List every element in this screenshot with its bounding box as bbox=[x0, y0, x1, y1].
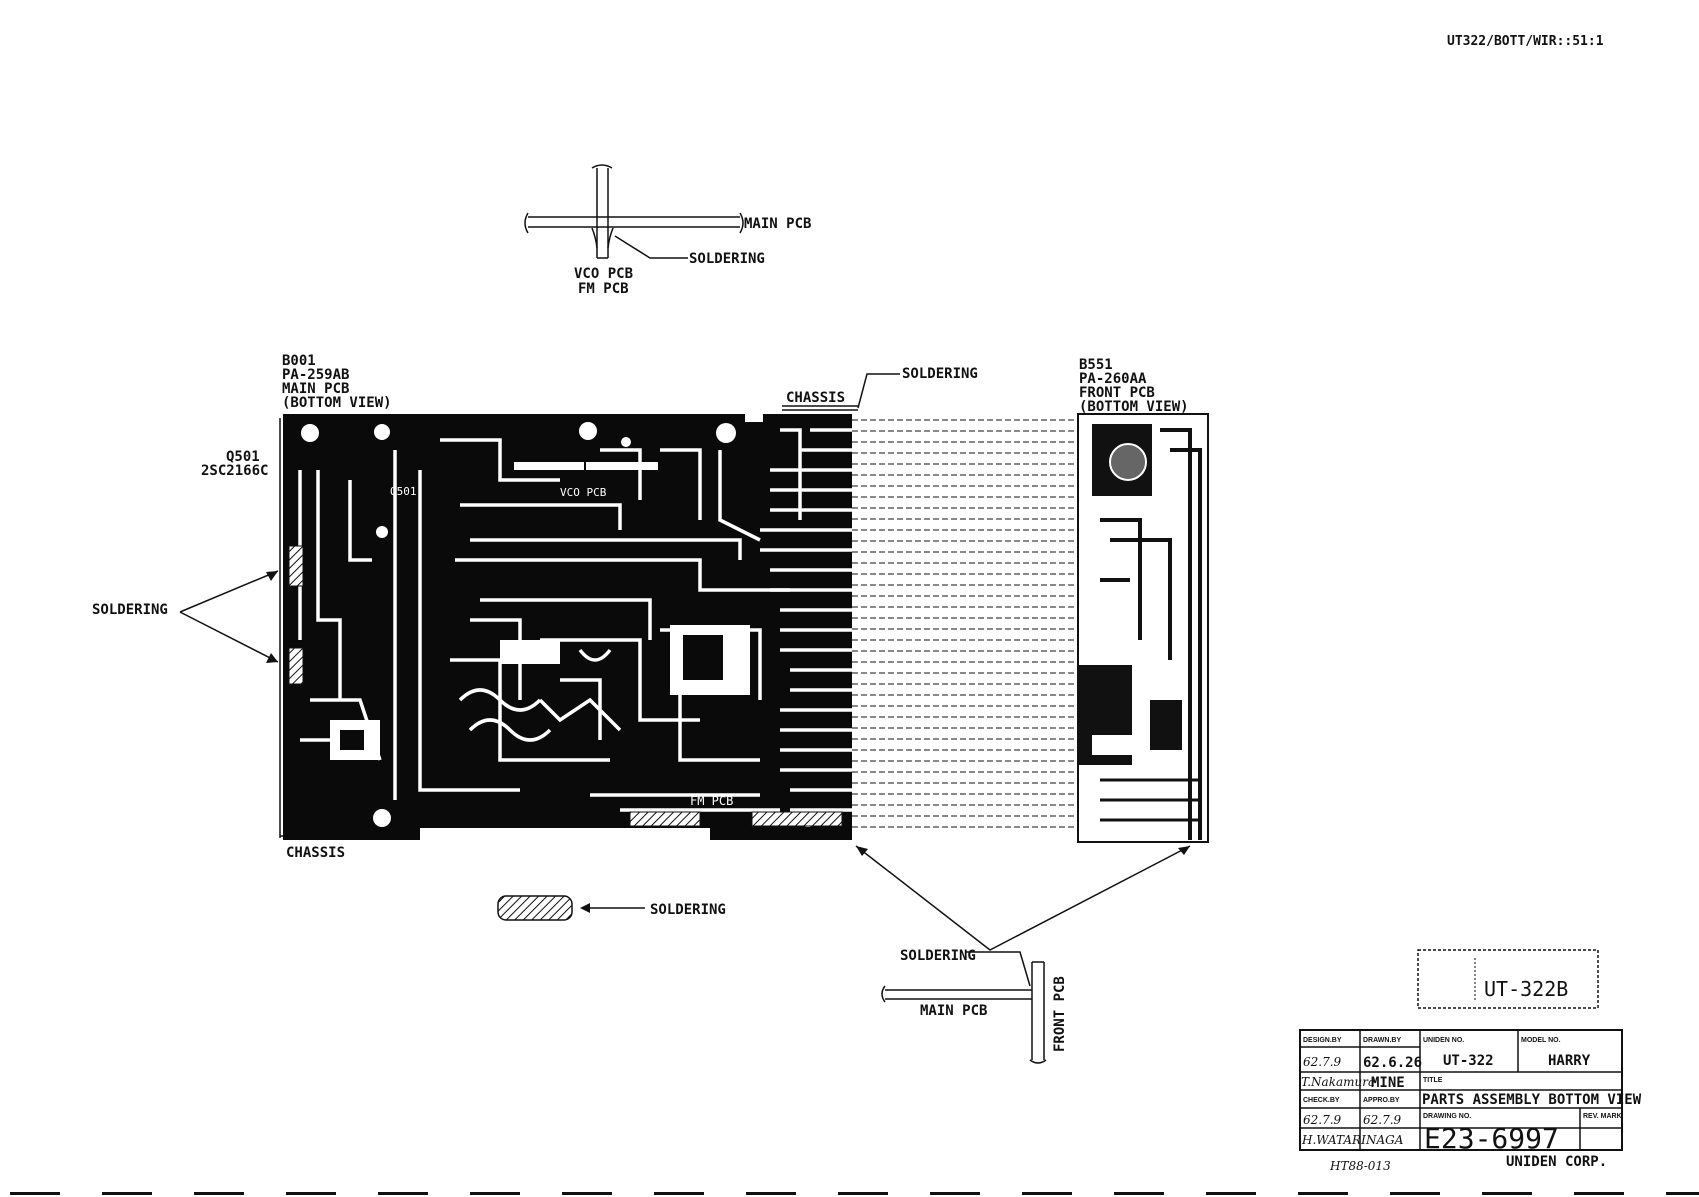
front-pcb-view: (BOTTOM VIEW) bbox=[1079, 399, 1189, 415]
border-dash bbox=[1390, 1192, 1440, 1195]
tb-check-name: H.WATARI bbox=[1301, 1133, 1366, 1147]
border-dash bbox=[1666, 1192, 1699, 1195]
main-pcb-board: Q501 VCO PCB FM PCB bbox=[283, 414, 852, 840]
border-dash bbox=[470, 1192, 520, 1195]
detail-top-vco-joint: MAIN PCB SOLDERING VCO PCB FM PCB bbox=[524, 164, 811, 297]
main-pcb-labels: B001 PA-259AB MAIN PCB (BOTTOM VIEW) Q50… bbox=[92, 353, 392, 861]
detail-bottom-main-pcb-label: MAIN PCB bbox=[920, 1003, 987, 1019]
detail-top-main-pcb-label: MAIN PCB bbox=[744, 216, 811, 232]
chassis-top-soldering-label: SOLDERING bbox=[902, 366, 978, 382]
border-dash bbox=[286, 1192, 336, 1195]
tb-appro-by-header: APPRO.BY bbox=[1363, 1097, 1400, 1104]
tb-drawn-name: MINE bbox=[1371, 1075, 1405, 1091]
detail-bottom-front-pcb-label: FRONT PCB bbox=[1052, 976, 1068, 1052]
tb-uniden-no: UT-322 bbox=[1443, 1053, 1494, 1069]
soldering-legend: SOLDERING bbox=[497, 895, 726, 921]
legend-soldering-label: SOLDERING bbox=[650, 902, 726, 918]
front-pcb-name: FRONT PCB bbox=[1079, 385, 1155, 401]
model-stamp: UT-322B bbox=[1417, 949, 1599, 1009]
detail-top-fm-pcb-label: FM PCB bbox=[578, 281, 629, 297]
tb-title: PARTS ASSEMBLY BOTTOM VIEW bbox=[1422, 1092, 1642, 1108]
border-dash bbox=[746, 1192, 796, 1195]
model-stamp-text: UT-322B bbox=[1484, 977, 1568, 1001]
tb-drawn-date: 62.6.26 bbox=[1363, 1055, 1422, 1071]
title-block: DESIGN.BY DRAWN.BY UNIDEN NO. MODEL NO. … bbox=[1299, 1029, 1642, 1173]
border-dash bbox=[378, 1192, 428, 1195]
tb-drawn-by-header: DRAWN.BY bbox=[1363, 1037, 1401, 1044]
tb-company: UNIDEN CORP. bbox=[1506, 1154, 1607, 1170]
front-pcb-ref: B551 bbox=[1079, 357, 1113, 373]
drawing-reference: UT322/BOTT/WIR::51:1 bbox=[1447, 34, 1604, 49]
sheet-bottom-border bbox=[10, 1192, 1699, 1195]
tb-rev-mark-header: REV. MARK bbox=[1583, 1113, 1622, 1120]
front-pcb-part-number: PA-260AA bbox=[1079, 371, 1147, 387]
tb-uniden-no-header: UNIDEN NO. bbox=[1423, 1037, 1464, 1044]
tb-design-name: T.Nakamura bbox=[1301, 1075, 1375, 1089]
tb-drawing-no-header: DRAWING NO. bbox=[1423, 1113, 1471, 1120]
left-soldering-label: SOLDERING bbox=[92, 602, 168, 618]
main-pcb-part-number: PA-259AB bbox=[282, 367, 349, 383]
detail-top-vco-pcb-label: VCO PCB bbox=[574, 266, 633, 282]
transistor-ref: Q501 bbox=[226, 449, 260, 465]
border-dash bbox=[1114, 1192, 1164, 1195]
tb-design-date: 62.7.9 bbox=[1303, 1055, 1342, 1069]
fm-pcb-silk-label: FM PCB bbox=[690, 794, 733, 808]
soldering-hatch-swatch bbox=[497, 895, 573, 921]
border-dash bbox=[1298, 1192, 1348, 1195]
detail-bottom-front-joint: SOLDERING MAIN PCB FRONT PCB bbox=[855, 845, 1191, 1064]
main-pcb-ref: B001 bbox=[282, 353, 316, 369]
vco-pcb-silk-label: VCO PCB bbox=[560, 486, 607, 499]
border-dash bbox=[1482, 1192, 1532, 1195]
border-dash bbox=[1574, 1192, 1624, 1195]
main-pcb-q501-silk: Q501 bbox=[390, 485, 417, 498]
detail-top-soldering-label: SOLDERING bbox=[689, 251, 765, 267]
handwritten-note: HT88-013 bbox=[1329, 1159, 1391, 1173]
border-dash bbox=[654, 1192, 704, 1195]
tb-check-by-header: CHECK.BY bbox=[1303, 1097, 1340, 1104]
tb-model-no: HARRY bbox=[1548, 1053, 1591, 1069]
tb-model-no-header: MODEL NO. bbox=[1521, 1037, 1561, 1044]
front-pcb-labels: B551 PA-260AA FRONT PCB (BOTTOM VIEW) bbox=[1079, 357, 1189, 415]
interconnect-wires bbox=[852, 419, 1078, 828]
border-dash bbox=[562, 1192, 612, 1195]
detail-bottom-soldering-label: SOLDERING bbox=[900, 948, 976, 964]
border-dash bbox=[930, 1192, 980, 1195]
tb-title-header: TITLE bbox=[1423, 1077, 1443, 1084]
border-dash bbox=[10, 1192, 60, 1195]
tb-drawing-number: E23-6997 bbox=[1424, 1122, 1559, 1155]
chassis-top-callout: CHASSIS SOLDERING bbox=[782, 366, 978, 411]
border-dash bbox=[838, 1192, 888, 1195]
border-dash bbox=[102, 1192, 152, 1195]
tb-appro-date: 62.7.9 bbox=[1363, 1113, 1402, 1127]
front-pcb-board bbox=[1077, 413, 1209, 843]
tb-check-date: 62.7.9 bbox=[1303, 1113, 1342, 1127]
main-pcb-name: MAIN PCB bbox=[282, 381, 349, 397]
border-dash bbox=[1022, 1192, 1072, 1195]
tb-appro-name: NAGA bbox=[1365, 1133, 1404, 1147]
chassis-top-label: CHASSIS bbox=[786, 390, 845, 406]
tb-design-by-header: DESIGN.BY bbox=[1303, 1037, 1342, 1044]
main-pcb-view: (BOTTOM VIEW) bbox=[282, 395, 392, 411]
transistor-part: 2SC2166C bbox=[201, 463, 268, 479]
border-dash bbox=[1206, 1192, 1256, 1195]
main-pcb-chassis-label: CHASSIS bbox=[286, 845, 345, 861]
border-dash bbox=[194, 1192, 244, 1195]
